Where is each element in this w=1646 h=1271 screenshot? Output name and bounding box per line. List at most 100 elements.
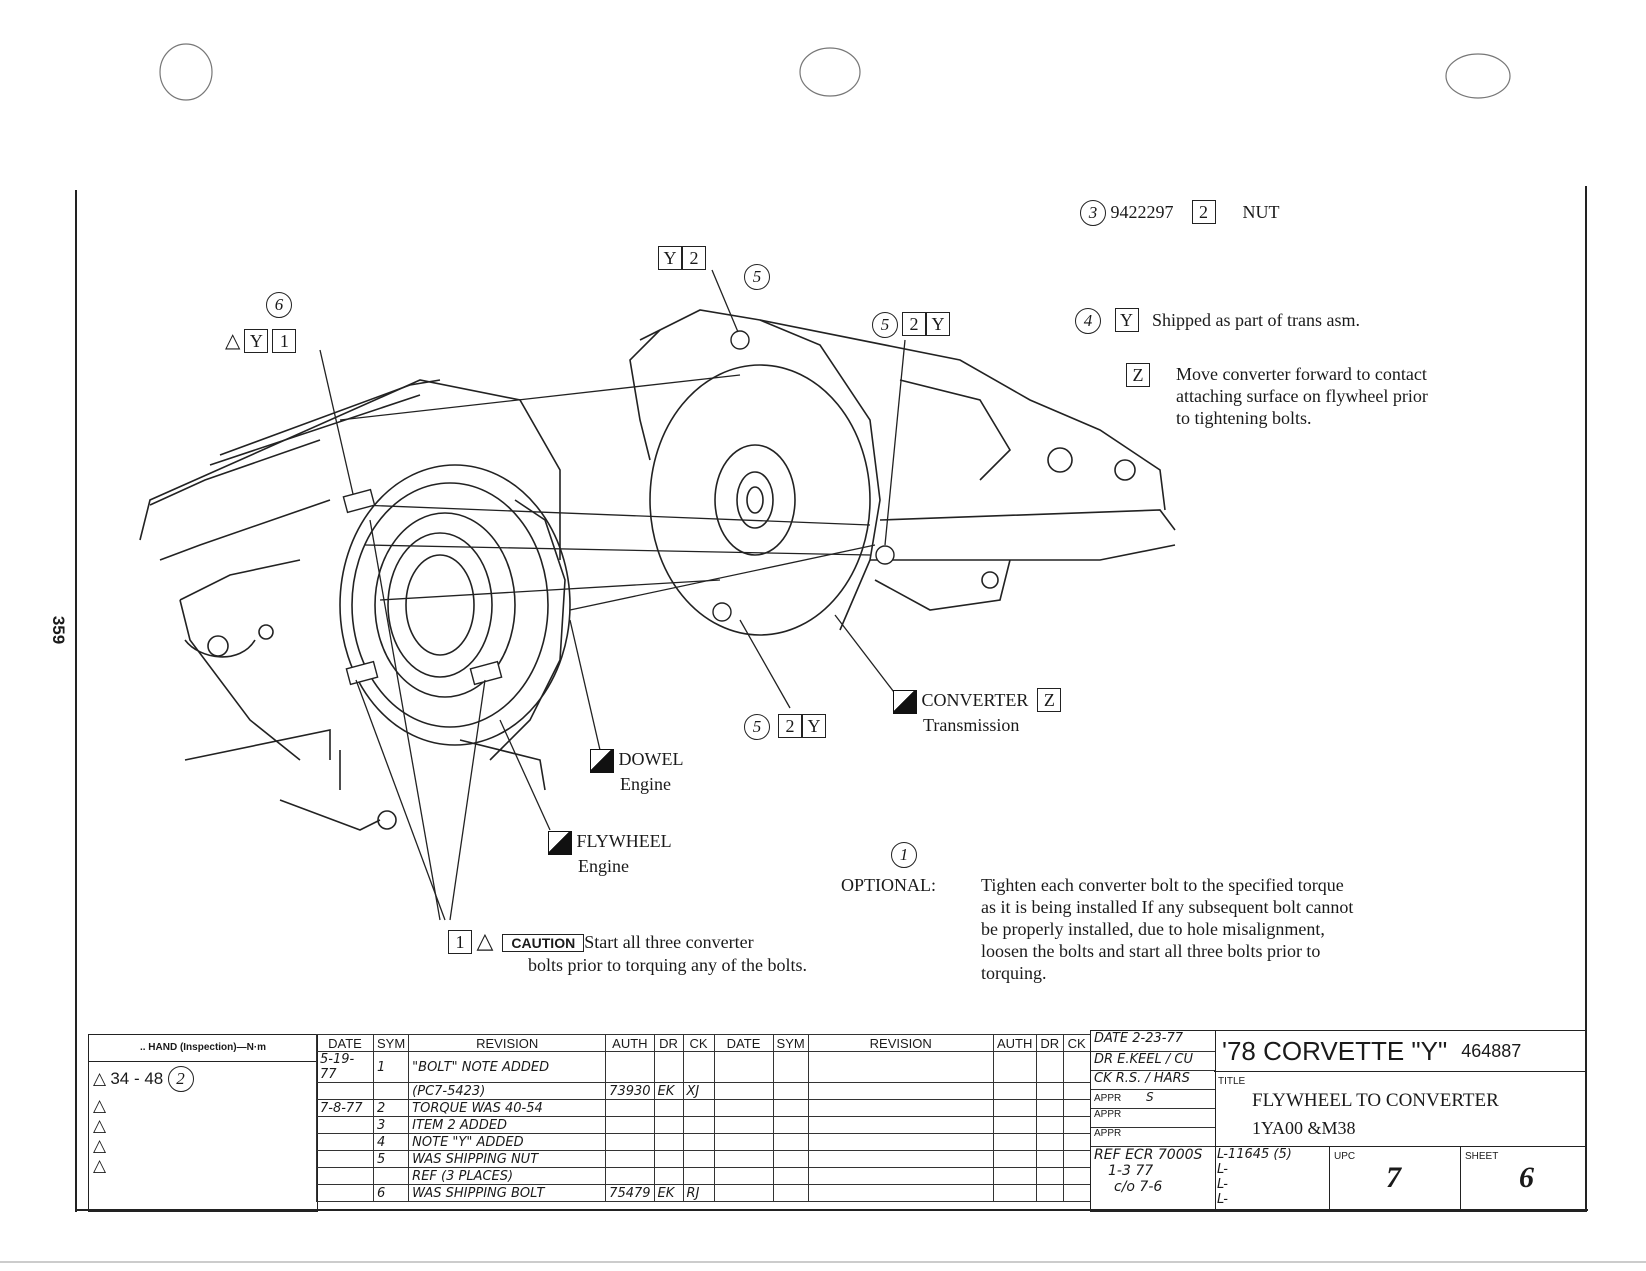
optional-line: Tighten each converter bolt to the speci… (981, 875, 1344, 895)
upc-cell: UPC 7 (1330, 1147, 1461, 1211)
part-item-3: 3 9422297 2 NUT (1080, 200, 1280, 226)
revision-cell-rev: ITEM 2 ADDED (408, 1116, 607, 1134)
title-label: TITLE (1218, 1076, 1246, 1087)
ref-text: 1-3 77 (1108, 1163, 1154, 1179)
revision-cell-empty (807, 1133, 994, 1151)
revision-cell-date (316, 1133, 374, 1151)
revision-cell-auth: 75479 (605, 1184, 655, 1202)
revision-cell-ck: RJ (682, 1184, 715, 1202)
revision-cell-dr (653, 1116, 684, 1134)
revision-cell-sym: 2 (372, 1099, 410, 1117)
col-header: SYM (772, 1034, 809, 1052)
callout-6-symbols: △ Y 1 (225, 328, 297, 353)
revision-cell-empty (1035, 1184, 1064, 1202)
sym-box: Y (244, 329, 269, 353)
revision-cell-ck (682, 1051, 715, 1083)
callout-6: 6 (266, 292, 292, 318)
sym-box: 1 (448, 930, 472, 954)
title-line: 1YA00 &M38 (1252, 1118, 1356, 1138)
converter-text: CONVERTER (921, 690, 1029, 710)
revision-cell-empty (807, 1051, 994, 1083)
sym-box-y: Y (1114, 308, 1139, 332)
col-header: SYM (372, 1034, 410, 1052)
model-title: '78 CORVETTE "Y" (1222, 1035, 1448, 1066)
revision-cell-ck (682, 1116, 715, 1134)
revision-cell-empty (992, 1167, 1037, 1185)
triangle-icon: △ (93, 1116, 107, 1135)
callout-circle: 6 (266, 292, 292, 318)
revision-cell-dr: EK (653, 1184, 684, 1202)
revision-cell-sym: 6 (372, 1184, 410, 1202)
col-header: REVISION (408, 1034, 607, 1052)
note-4: 4 Y Shipped as part of trans asm. (1075, 308, 1360, 334)
special-part-icon (590, 748, 614, 773)
revision-cell-auth (605, 1051, 655, 1083)
special-part-icon (548, 830, 572, 855)
revision-cell-empty (1062, 1184, 1091, 1202)
optional-text: Tighten each converter bolt to the speci… (981, 874, 1353, 984)
revision-cell-dr (653, 1167, 684, 1185)
ref-text: c/o 7-6 (1114, 1179, 1163, 1195)
revision-cell-auth (605, 1150, 655, 1168)
title-line: FLYWHEEL TO CONVERTER (1252, 1090, 1499, 1111)
col-header: CK (682, 1034, 715, 1052)
revision-cell-empty (772, 1099, 809, 1117)
revision-cell-empty (1062, 1133, 1091, 1151)
revision-cell-empty (772, 1116, 809, 1134)
appr-value: S (1146, 1090, 1154, 1104)
page-number: 359 (49, 615, 69, 645)
sheet-value: 6 (1519, 1161, 1534, 1194)
revision-cell-date (316, 1150, 374, 1168)
converter-sub: Transmission (923, 714, 1020, 735)
revision-cell-empty (713, 1184, 774, 1202)
triangle-icon: △ (93, 1156, 107, 1175)
sym-box: 2 (682, 246, 706, 270)
revision-cell-date (316, 1167, 374, 1185)
sym-box: Z (1037, 688, 1062, 712)
revision-cell-empty (772, 1133, 809, 1151)
upc-value: 7 (1386, 1161, 1401, 1194)
sheet-label: SHEET (1465, 1151, 1499, 1162)
revision-header-row: DATE SYM REVISION AUTH DR CK DATE SYM RE… (316, 1034, 1091, 1052)
optional-label: OPTIONAL: (841, 875, 936, 895)
col-header: AUTH (992, 1034, 1037, 1052)
optional-line: be properly installed, due to hole misal… (981, 919, 1325, 939)
triangle-icon: △ (93, 1069, 107, 1088)
sym-box: 1 (272, 329, 297, 353)
note-z-line: attaching surface on flywheel prior (1176, 386, 1428, 406)
appr-field: APPR (1091, 1109, 1215, 1128)
torque-value: 34 - 48 (110, 1069, 164, 1088)
appr-label: APPR (1094, 1093, 1122, 1104)
revision-cell-empty (772, 1082, 809, 1100)
date-field: DATE 2-23-77 (1091, 1031, 1215, 1052)
bolts (342, 330, 895, 686)
caution-text: bolts prior to torquing any of the bolts… (528, 955, 807, 975)
revision-cell-empty (1062, 1116, 1091, 1134)
revision-cell-empty (807, 1099, 994, 1117)
caution-tag: CAUTION (502, 934, 585, 952)
revision-cell-empty (992, 1133, 1037, 1151)
revision-cell-auth (605, 1133, 655, 1151)
callout-circle: 1 (891, 842, 917, 868)
revision-cell-date (316, 1116, 374, 1134)
note-z: Z Move converter forward to contact atta… (1126, 363, 1428, 429)
revision-cell-ck (682, 1150, 715, 1168)
part-number: 9422297 (1110, 202, 1174, 222)
l-line: L- (1217, 1162, 1228, 1177)
caution-text: Start all three converter (584, 932, 754, 952)
revision-cell-empty (1035, 1099, 1064, 1117)
revision-row: REF (3 PLACES) (316, 1167, 1091, 1185)
torque-row: △ 34 - 48 2 (89, 1062, 317, 1096)
callout-circle: 5 (872, 312, 898, 338)
appr-field: APPR (1091, 1128, 1215, 1147)
revision-cell-sym (372, 1082, 410, 1100)
revision-cell-dr (653, 1099, 684, 1117)
sym-box: Y (658, 246, 682, 270)
sym-box: 2 (902, 312, 926, 336)
revision-cell-rev: TORQUE WAS 40-54 (408, 1099, 607, 1117)
